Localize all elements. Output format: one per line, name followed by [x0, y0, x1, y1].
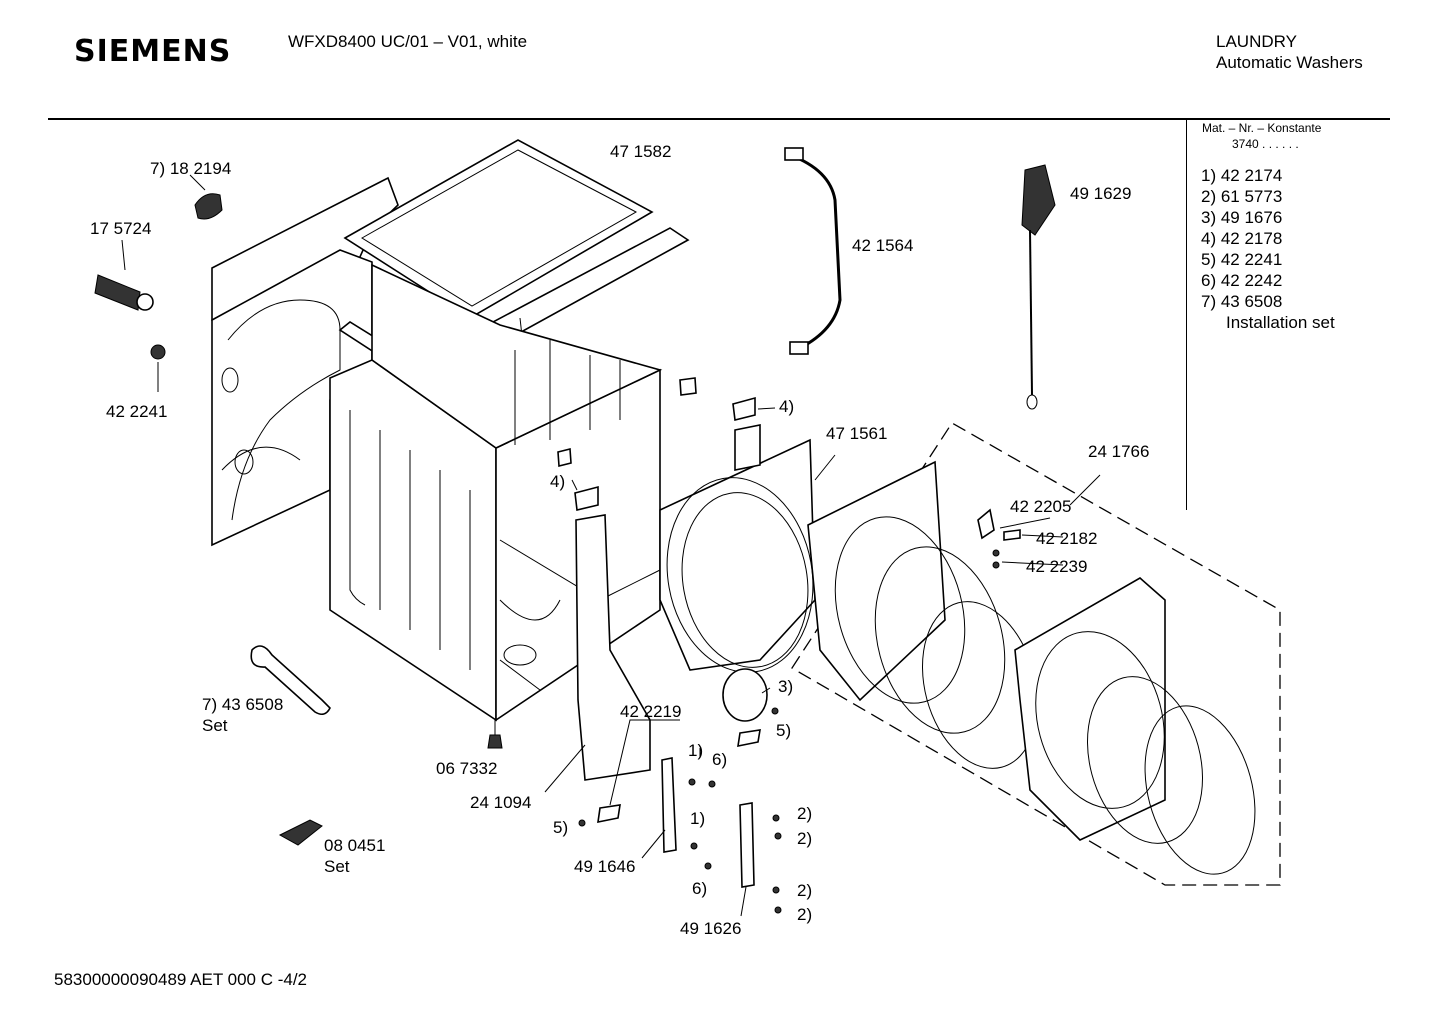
door-outer-drawing [1014, 577, 1256, 875]
legend-item-4: 4) 42 2178 [1201, 229, 1283, 248]
legend-constant: 3740 . . . . . . [1232, 137, 1299, 151]
cabinet-drawing [329, 263, 663, 722]
label-5-left: 5) [553, 818, 569, 837]
footer-code: 58300000090489 AET 000 C -4/2 [54, 970, 308, 989]
rear-panel-drawing [211, 176, 399, 547]
wire-harness-drawing [789, 153, 842, 350]
subcategory-label: Automatic Washers [1216, 53, 1363, 72]
label-491629: 49 1629 [1070, 184, 1132, 203]
label-6-upper: 6) [712, 750, 728, 769]
legend-note: Installation set [1226, 313, 1335, 332]
label-3: 3) [778, 677, 794, 696]
legend-item-6: 6) 42 2242 [1201, 271, 1283, 290]
legend-item-5: 5) 42 2241 [1201, 250, 1283, 269]
label-2-d: 2) [797, 905, 813, 924]
label-1-upper: 1) [688, 741, 704, 760]
legend-item-2: 2) 61 5773 [1201, 187, 1283, 206]
label-471582: 47 1582 [610, 142, 672, 161]
label-491646: 49 1646 [574, 857, 636, 876]
label-422219: 42 2219 [620, 702, 682, 721]
model-title: WFXD8400 UC/01 – V01, white [288, 32, 528, 51]
screw-group [578, 549, 1000, 914]
label-2-a: 2) [797, 804, 813, 823]
front-frame-drawing [659, 424, 816, 673]
label-set-clamp: Set [324, 857, 350, 876]
label-422241: 42 2241 [106, 402, 168, 421]
label-436508: 7) 43 6508 [202, 695, 284, 714]
foot-drawing [487, 734, 503, 749]
label-471561: 47 1561 [826, 424, 888, 443]
label-241766: 24 1766 [1088, 442, 1150, 461]
clamp-drawing [278, 819, 323, 846]
porthole-drawing [722, 668, 768, 722]
foot-screw-drawing [150, 344, 166, 360]
label-6-lower: 6) [692, 879, 708, 898]
hinge-left-drawing [661, 757, 677, 853]
label-5-right: 5) [776, 721, 792, 740]
label-067332: 06 7332 [436, 759, 498, 778]
door-inner-drawing [807, 460, 1039, 769]
label-080451: 08 0451 [324, 836, 386, 855]
door-assembly-box [791, 422, 1281, 886]
wrench-drawing [250, 645, 331, 716]
legend-item-7: 7) 43 6508 [1201, 292, 1283, 311]
label-182194: 7) 18 2194 [150, 159, 232, 178]
front-panel-drawing [575, 514, 651, 781]
leader-lines [544, 407, 1101, 917]
label-set-wrench: Set [202, 716, 228, 735]
shock-absorber-drawing [94, 274, 154, 311]
bracket-drawing [194, 193, 223, 220]
label-422205: 42 2205 [1010, 497, 1072, 516]
label-4-upper: 4) [779, 397, 795, 416]
label-2-c: 2) [797, 881, 813, 900]
legend-item-1: 1) 42 2174 [1201, 166, 1283, 185]
legend-divider [1186, 120, 1187, 510]
brand-logo: SIEMENS [74, 34, 232, 69]
label-491626: 49 1626 [680, 919, 742, 938]
label-421564: 42 1564 [852, 236, 914, 255]
hinge-right-drawing [739, 802, 755, 888]
legend-item-3: 3) 49 1676 [1201, 208, 1283, 227]
header-divider [48, 118, 1390, 120]
legend-heading: Mat. – Nr. – Konstante [1202, 121, 1322, 135]
label-422239: 42 2239 [1026, 557, 1088, 576]
label-1-lower: 1) [690, 809, 706, 828]
label-4-lower: 4) [550, 472, 566, 491]
label-175724: 17 5724 [90, 219, 152, 238]
door-lock-drawing [1021, 164, 1056, 410]
label-422182: 42 2182 [1036, 529, 1098, 548]
label-2-b: 2) [797, 829, 813, 848]
category-label: LAUNDRY [1216, 32, 1297, 51]
label-241094: 24 1094 [470, 793, 532, 812]
